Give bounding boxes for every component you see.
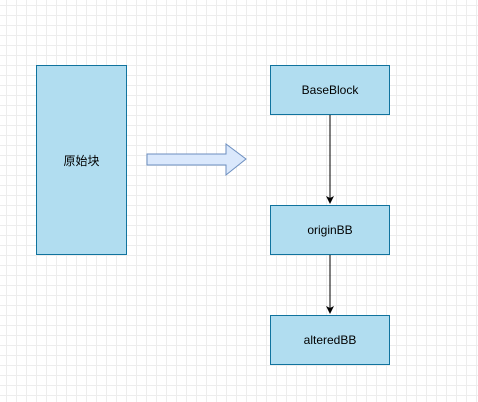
origin-bb-node[interactable]: originBB bbox=[270, 205, 390, 255]
altered-bb-node[interactable]: alteredBB bbox=[270, 315, 390, 365]
original-block-node[interactable]: 原始块 bbox=[36, 65, 127, 255]
altered-bb-label: alteredBB bbox=[303, 333, 357, 347]
original-block-label: 原始块 bbox=[63, 153, 100, 168]
origin-bb-label: originBB bbox=[307, 223, 353, 237]
base-block-label: BaseBlock bbox=[301, 83, 359, 97]
base-block-node[interactable]: BaseBlock bbox=[270, 65, 390, 115]
transform-arrow-icon bbox=[146, 143, 247, 177]
